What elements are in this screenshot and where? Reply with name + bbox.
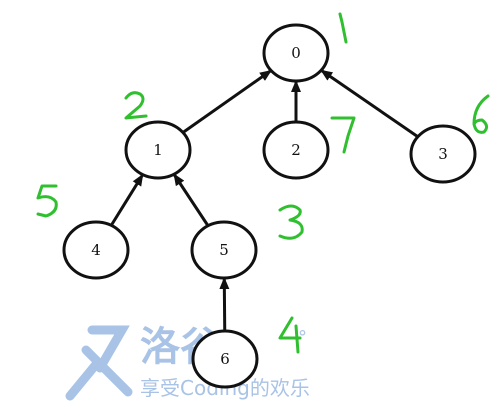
node-label: 5	[219, 241, 229, 259]
node-5: 5	[190, 220, 258, 280]
node-0: 0	[262, 23, 330, 83]
node-label: 0	[291, 44, 301, 62]
edge-5-to-1	[172, 173, 210, 227]
node-label: 6	[220, 350, 230, 368]
annotation-value: 2	[130, 90, 148, 123]
edge-3-to-0	[320, 69, 419, 138]
annotation-node-2: 7	[330, 116, 356, 154]
annotation-value: 5	[42, 184, 60, 217]
annotation-node-0: 1	[338, 12, 362, 45]
annotation-glyph	[338, 12, 348, 44]
node-circle	[262, 23, 330, 83]
annotation-node-1: 2	[124, 90, 148, 123]
annotation-glyph	[472, 94, 490, 134]
node-circle	[191, 329, 259, 389]
annotation-value: 7	[336, 116, 354, 149]
annotation-value: 3	[284, 204, 302, 237]
node-label: 3	[438, 145, 448, 163]
node-6: 6	[191, 329, 259, 389]
luogu-logo-icon	[65, 325, 133, 401]
node-label: 4	[91, 241, 101, 259]
annotation-glyph	[278, 316, 302, 354]
watermark-degree-mark: °	[298, 327, 307, 348]
edge-4-to-1	[109, 173, 145, 227]
annotation-value: 6	[476, 94, 494, 127]
node-circle	[409, 124, 477, 184]
annotation-glyph	[36, 184, 58, 218]
annotation-value: 1	[344, 12, 362, 45]
node-circle	[62, 220, 130, 280]
node-2: 2	[262, 120, 330, 180]
node-label: 2	[291, 141, 301, 159]
annotation-node-4: 5	[36, 184, 60, 218]
annotation-node-3: 6	[472, 94, 494, 134]
annotation-glyph	[330, 116, 356, 154]
node-3: 3	[409, 124, 477, 184]
edge-1-to-0	[182, 69, 272, 134]
annotation-value: 4	[284, 316, 302, 349]
annotation-node-5: 3	[278, 204, 304, 240]
annotation-glyph	[124, 91, 148, 120]
node-circle	[190, 220, 258, 280]
annotation-node-6: 4	[278, 316, 302, 354]
node-1: 1	[124, 120, 192, 180]
luogu-watermark: 洛谷 享受Coding的欢乐 °	[65, 324, 310, 401]
annotation-glyph	[278, 204, 304, 240]
node-circle	[262, 120, 330, 180]
edges	[109, 69, 419, 332]
node-circle	[124, 120, 192, 180]
node-4: 4	[62, 220, 130, 280]
node-label: 1	[153, 141, 163, 159]
